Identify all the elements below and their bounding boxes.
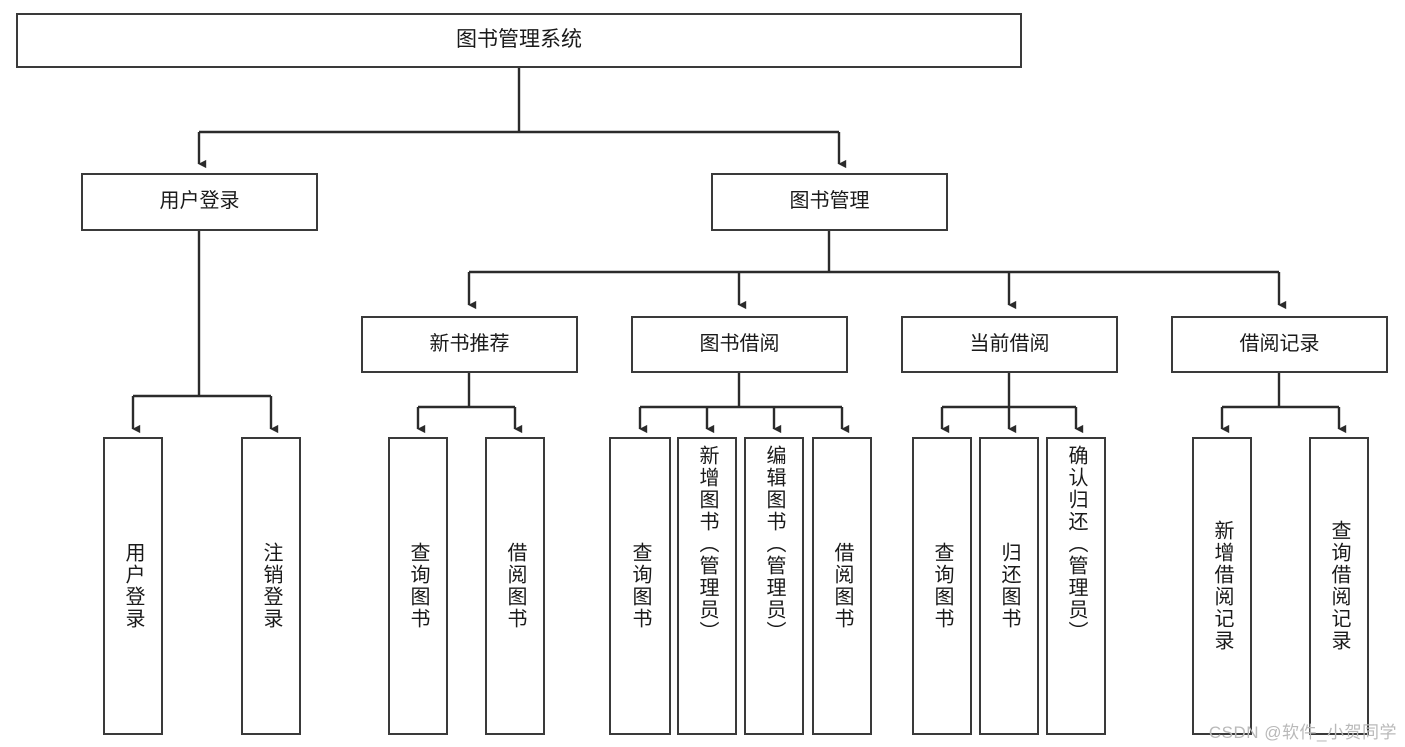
node-user-login-label: 用户登录 (159, 190, 240, 213)
node-book-borrow-label: 图书借阅 (699, 332, 780, 355)
node-current-borrow-label: 当前借阅 (969, 332, 1050, 355)
node-user-login[interactable]: 用户登录 (81, 173, 318, 231)
node-leaf-add-book-admin-label: 新增图书（管理员） (696, 445, 718, 643)
node-root-label: 图书管理系统 (456, 28, 582, 52)
node-leaf-add-book-admin[interactable]: 新增图书（管理员） (677, 437, 737, 735)
node-leaf-borrow-book-recommend[interactable]: 借阅图书 (485, 437, 545, 735)
node-leaf-borrow-book[interactable]: 借阅图书 (812, 437, 872, 735)
node-leaf-borrow-book-recommend-label: 借阅图书 (504, 542, 526, 630)
node-borrow-record-label: 借阅记录 (1239, 332, 1320, 355)
node-new-book-recommend-label: 新书推荐 (429, 332, 510, 355)
node-leaf-query-book-borrow-label: 查询图书 (629, 542, 651, 630)
node-new-book-recommend[interactable]: 新书推荐 (361, 316, 578, 373)
node-leaf-logout[interactable]: 注销登录 (241, 437, 301, 735)
node-leaf-borrow-book-label: 借阅图书 (831, 542, 853, 630)
node-leaf-user-login-label: 用户登录 (122, 542, 144, 630)
node-leaf-query-borrow-record-label: 查询借阅记录 (1328, 520, 1350, 652)
node-leaf-edit-book-admin-label: 编辑图书（管理员） (763, 445, 785, 643)
node-book-management[interactable]: 图书管理 (711, 173, 948, 231)
node-current-borrow[interactable]: 当前借阅 (901, 316, 1118, 373)
node-leaf-query-book-borrow[interactable]: 查询图书 (609, 437, 671, 735)
node-leaf-query-book-current-label: 查询图书 (931, 542, 953, 630)
node-leaf-add-borrow-record-label: 新增借阅记录 (1211, 520, 1233, 652)
node-root[interactable]: 图书管理系统 (16, 13, 1022, 68)
node-leaf-logout-label: 注销登录 (260, 542, 282, 630)
node-leaf-return-book[interactable]: 归还图书 (979, 437, 1039, 735)
node-leaf-user-login[interactable]: 用户登录 (103, 437, 163, 735)
node-leaf-confirm-return-admin-label: 确认归还（管理员） (1065, 445, 1087, 643)
node-leaf-query-book-current[interactable]: 查询图书 (912, 437, 972, 735)
node-book-management-label: 图书管理 (789, 190, 870, 213)
node-leaf-query-borrow-record[interactable]: 查询借阅记录 (1309, 437, 1369, 735)
node-leaf-confirm-return-admin[interactable]: 确认归还（管理员） (1046, 437, 1106, 735)
node-leaf-return-book-label: 归还图书 (998, 542, 1020, 630)
node-leaf-edit-book-admin[interactable]: 编辑图书（管理员） (744, 437, 804, 735)
node-leaf-query-book-recommend[interactable]: 查询图书 (388, 437, 448, 735)
node-leaf-add-borrow-record[interactable]: 新增借阅记录 (1192, 437, 1252, 735)
node-leaf-query-book-recommend-label: 查询图书 (407, 542, 429, 630)
watermark-text: CSDN @软件_小贺同学 (1208, 723, 1397, 742)
node-borrow-record[interactable]: 借阅记录 (1171, 316, 1388, 373)
node-book-borrow[interactable]: 图书借阅 (631, 316, 848, 373)
